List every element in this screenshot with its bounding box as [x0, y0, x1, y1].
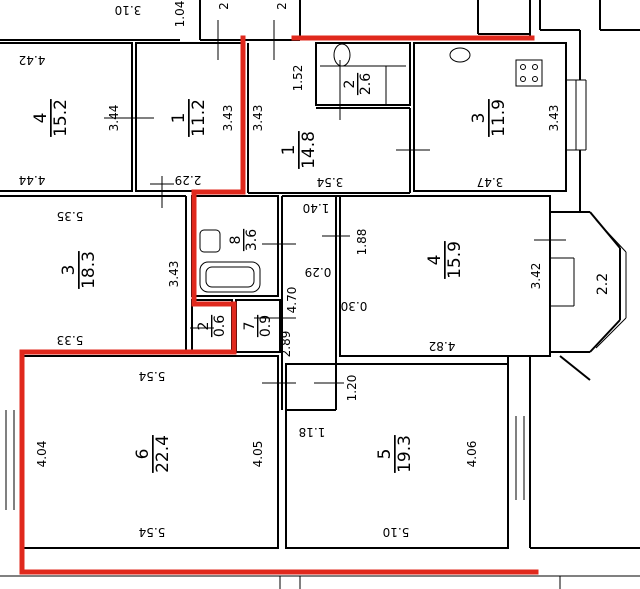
dim-2-29: 2.29	[175, 173, 202, 187]
dim-3-43c: 3.43	[547, 105, 561, 132]
dim-5-10: 5.10	[383, 525, 410, 539]
room-label-2b-area: 0.6	[212, 315, 228, 337]
dimension-labels: 3.10 1.04 2 2 4.42 3.44 4.44 3.43 2.29 3…	[19, 1, 561, 539]
dim-2-89: 2.89	[279, 331, 293, 358]
dim-4-04: 4.04	[35, 441, 49, 468]
dim-3-43a: 3.43	[221, 105, 235, 132]
dim-3-44: 3.44	[107, 105, 121, 132]
dim-1-40: 1.40	[303, 201, 330, 215]
toilet-icon	[333, 43, 351, 67]
room-label-4b-number: 4	[425, 255, 445, 266]
wc-sink-icon	[449, 47, 471, 63]
dim-top-2b: 2	[275, 2, 289, 10]
room-label-1a-number: 1	[169, 113, 189, 124]
dim-1-52: 1.52	[291, 65, 305, 92]
room-label-1b-number: 1	[279, 145, 299, 156]
dim-3-54: 3.54	[317, 175, 344, 189]
dim-3-47: 3.47	[477, 175, 504, 189]
room-label-6-area: 22.4	[153, 435, 173, 473]
room-label-8-number: 8	[228, 236, 244, 245]
dim-4-44: 4.44	[19, 173, 46, 187]
room-label-balcony-area: 2.2	[595, 273, 611, 295]
room-label-2a-number: 2	[342, 80, 358, 89]
bathtub-inner-icon	[205, 266, 255, 288]
room-label-3a-area: 11.9	[489, 99, 509, 137]
room-labels: 4 15.2 1 11.2 1 14.8 2 2.6 3 11.9 3 18.3…	[31, 73, 611, 473]
room-label-5-number: 5	[375, 449, 395, 460]
dim-5-35: 5.35	[57, 209, 84, 223]
dim-1-20: 1.20	[345, 375, 359, 402]
dim-5-54b: 5.54	[139, 525, 166, 539]
dim-4-05: 4.05	[251, 441, 265, 468]
dim-4-06: 4.06	[465, 441, 479, 468]
bathtub-icon	[199, 261, 261, 293]
dim-4-82: 4.82	[429, 339, 456, 353]
dim-3-10: 3.10	[115, 3, 142, 17]
dim-0-29: 0.29	[305, 265, 332, 279]
room-label-3b-number: 3	[59, 265, 79, 276]
stove-icon	[515, 59, 543, 87]
dim-4-70: 4.70	[285, 287, 299, 314]
room-label-4a-area: 15.2	[51, 99, 71, 137]
dim-top-2a: 2	[217, 2, 231, 10]
dim-0-30: 0.30	[341, 299, 368, 313]
room-label-2b-number: 2	[196, 322, 212, 331]
room-label-4b-area: 15.9	[445, 241, 465, 279]
dim-3-43b: 3.43	[251, 105, 265, 132]
dim-1-04: 1.04	[173, 1, 187, 28]
room-label-5-area: 19.3	[395, 435, 415, 473]
room-label-1a-area: 11.2	[189, 99, 209, 137]
room-label-6-number: 6	[133, 449, 153, 460]
room-label-4a-number: 4	[31, 113, 51, 124]
fixtures	[104, 20, 566, 384]
dim-5-33: 5.33	[57, 333, 84, 347]
room-label-1b-area: 14.8	[299, 131, 319, 169]
dim-1-18: 1.18	[299, 425, 326, 439]
room-label-3b-area: 18.3	[79, 251, 99, 289]
room-label-7-area: 0.9	[258, 315, 274, 337]
dim-3-43d: 3.43	[167, 261, 181, 288]
room-label-7-number: 7	[242, 322, 258, 331]
dim-3-42: 3.42	[529, 263, 543, 290]
highlight-outline	[19, 35, 539, 575]
room-label-3a-number: 3	[469, 113, 489, 124]
dim-5-54a: 5.54	[139, 369, 166, 383]
room-label-2a-area: 2.6	[358, 73, 374, 95]
dim-4-42: 4.42	[19, 53, 46, 67]
dim-1-88: 1.88	[355, 229, 369, 256]
bath-sink-icon	[199, 229, 221, 253]
room-label-8-area: 3.6	[244, 229, 260, 251]
